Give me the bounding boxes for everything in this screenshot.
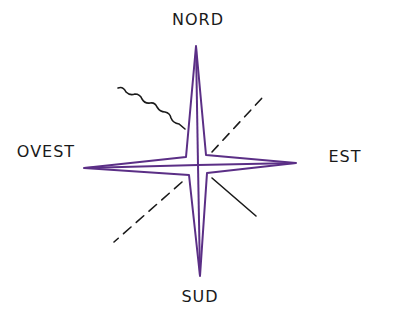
dashed-line (212, 98, 262, 152)
direction-label: SUD (181, 289, 218, 305)
diagonal-line (212, 178, 256, 216)
direction-label: OVEST (17, 144, 75, 160)
star-rib (84, 165, 198, 168)
star-rib (196, 46, 198, 165)
dashed-line (114, 182, 182, 242)
star-rib (198, 165, 200, 276)
direction-label: NORD (172, 12, 224, 28)
wavy-line (118, 88, 185, 130)
direction-label: EST (328, 149, 361, 165)
star-rib (198, 163, 296, 165)
star-outline (84, 46, 296, 276)
